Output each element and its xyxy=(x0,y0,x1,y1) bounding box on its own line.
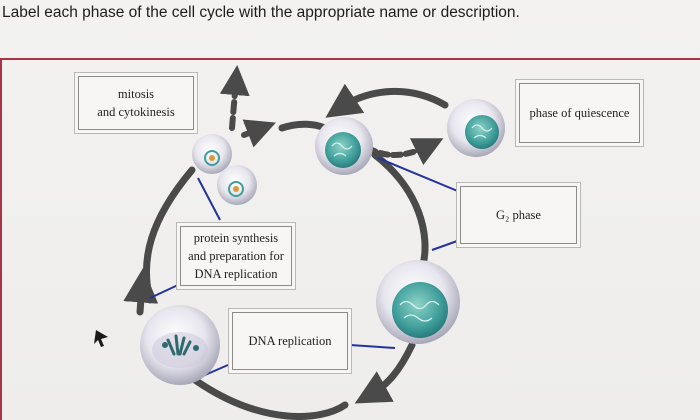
label-protein-line3: DNA replication xyxy=(194,267,278,281)
cell-daughter-lower xyxy=(217,165,257,205)
label-mitosis-line2: and cytokinesis xyxy=(97,105,175,119)
quiescence-arrow xyxy=(325,83,449,118)
label-mitosis-line1: mitosis xyxy=(117,87,155,101)
label-dna-replication[interactable]: DNA replication xyxy=(232,312,348,370)
frame-left-border xyxy=(0,58,2,420)
connector-g1-cell xyxy=(349,344,396,349)
label-mitosis-cytokinesis[interactable]: mitosis and cytokinesis xyxy=(78,76,194,130)
cell-quiescent xyxy=(447,99,505,157)
cell-mitotic xyxy=(140,305,220,385)
label-protein-synthesis[interactable]: protein synthesis and preparation for DN… xyxy=(180,226,292,286)
instruction-text: Label each phase of the cell cycle with … xyxy=(2,4,520,21)
quiescence-return-arrow xyxy=(365,138,444,166)
connector-g2-upper xyxy=(377,157,461,193)
connector-lines xyxy=(149,157,461,379)
frame-top-border xyxy=(0,58,700,60)
cycle-arc-right xyxy=(371,151,429,269)
label-phase-of-quiescence[interactable]: phase of quiescence xyxy=(519,83,640,143)
connector-protein-synthesis xyxy=(197,177,221,221)
cycle-arc-top xyxy=(278,120,329,132)
label-g2-phase[interactable]: G₂ phase xyxy=(460,186,577,244)
cell-daughter-upper xyxy=(192,134,232,174)
label-protein-line2: and preparation for xyxy=(188,249,284,263)
cycle-arrow-up-left xyxy=(123,267,159,316)
cell-g2-large xyxy=(376,260,460,344)
division-arrow-up xyxy=(219,65,250,131)
cycle-arrows xyxy=(123,65,449,420)
cell-g1-top xyxy=(315,117,373,175)
cycle-arc-bottom xyxy=(191,376,349,420)
cycle-arrow-lower-right xyxy=(354,341,416,404)
division-arrow-right xyxy=(241,119,276,148)
label-g2-text: G₂ phase xyxy=(496,208,541,222)
connector-mitosis-cell xyxy=(149,284,179,299)
connector-g2-lower xyxy=(431,239,461,251)
mouse-pointer-icon xyxy=(94,330,108,347)
label-quiescence-text: phase of quiescence xyxy=(529,106,630,120)
label-protein-line1: protein synthesis xyxy=(193,231,279,245)
label-dna-replication-text: DNA replication xyxy=(248,334,332,348)
